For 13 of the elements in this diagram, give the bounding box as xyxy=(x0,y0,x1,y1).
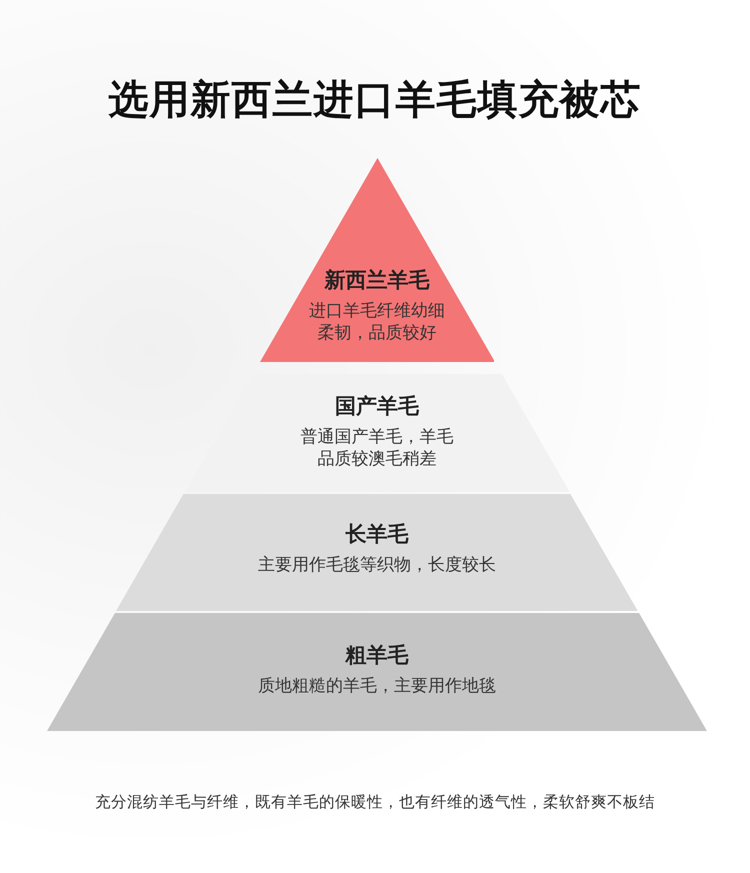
tier-description: 质地粗糙的羊毛，主要用作地毯 xyxy=(257,675,497,698)
tier-description: 普通国产羊毛，羊毛品质较澳毛稍差 xyxy=(299,426,454,470)
caption: 充分混纺羊毛与纤维，既有羊毛的保暖性，也有纤维的透气性，柔软舒爽不板结 xyxy=(94,792,656,813)
tier-heading: 国产羊毛 xyxy=(334,393,419,420)
tier-heading: 粗羊毛 xyxy=(346,642,408,669)
pyramid-tier xyxy=(47,613,707,731)
pyramid-tier xyxy=(116,494,638,611)
pyramid-tier xyxy=(260,158,494,362)
title: 选用新西兰进口羊毛填充被芯 xyxy=(108,76,642,125)
tier-heading: 长羊毛 xyxy=(345,521,408,548)
tier-description: 主要用作毛毯等织物，长度较长 xyxy=(256,554,497,576)
tier-heading: 新西兰羊毛 xyxy=(324,267,430,294)
tier-description: 进口羊毛纤维幼细柔韧，品质较好 xyxy=(308,300,446,344)
